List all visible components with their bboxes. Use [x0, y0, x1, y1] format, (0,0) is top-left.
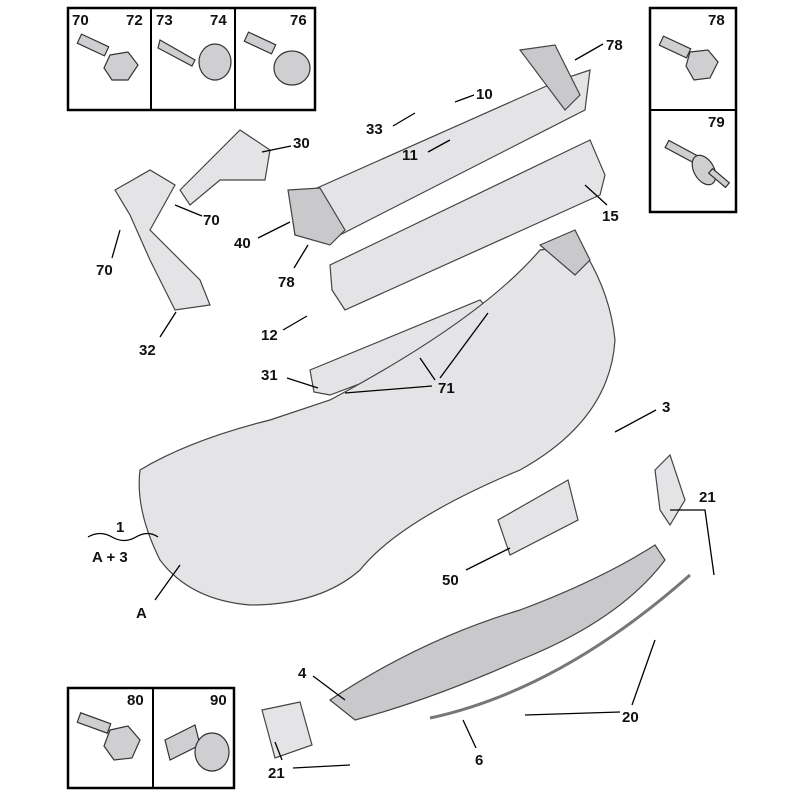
trim-strip-6 — [429, 573, 691, 720]
callout-50: 50 — [442, 572, 459, 589]
callout-70: 70 — [203, 212, 220, 229]
bumper-cover — [138, 229, 616, 606]
screw-icon — [157, 39, 232, 81]
label-72: 72 — [126, 12, 143, 29]
bolt-icon — [76, 712, 141, 761]
callout-15: 15 — [602, 208, 619, 225]
callout-70: 70 — [96, 262, 113, 279]
callout-78: 78 — [606, 37, 623, 54]
callout-20: 20 — [622, 709, 639, 726]
fastener-box-top-left: 70 72 73 74 76 — [66, 6, 317, 112]
callout-40: 40 — [234, 235, 251, 252]
bolt-icon — [658, 35, 719, 81]
fastener-box-right: 78 79 — [648, 6, 738, 214]
label-79: 79 — [708, 114, 725, 131]
callout-21: 21 — [268, 765, 285, 782]
energy-absorber — [329, 139, 606, 311]
bracket-30 — [179, 129, 271, 206]
callout-33: 33 — [366, 121, 383, 138]
bolt-icon — [76, 33, 139, 81]
callout-11: 11 — [402, 147, 418, 164]
callout-4: 4 — [298, 665, 307, 682]
label-73: 73 — [156, 12, 173, 29]
leader-lines — [87, 43, 715, 769]
side-guide-21 — [654, 453, 686, 527]
callout-32: 32 — [139, 342, 156, 359]
diffuser-4 — [328, 544, 666, 721]
label-76: 76 — [290, 12, 307, 29]
callout-31: 31 — [261, 367, 278, 384]
fastener-box-bottom-left: 80 90 — [66, 686, 236, 790]
label-90: 90 — [210, 692, 227, 709]
callout-30: 30 — [293, 135, 310, 152]
label-80: 80 — [127, 692, 144, 709]
bolt-washer-icon — [243, 31, 311, 86]
label-70: 70 — [72, 12, 89, 29]
rivet-icon — [664, 139, 731, 189]
callout-labels: 78 10 33 11 30 70 70 40 78 15 12 32 31 7… — [92, 37, 716, 782]
callout-3: 3 — [662, 399, 670, 416]
callout-12: 12 — [261, 327, 278, 344]
reinforcement-beam — [287, 44, 591, 246]
callout-1: 1 — [116, 519, 124, 536]
callout-a-plus-3: A + 3 — [92, 549, 128, 566]
side-bracket-32 — [114, 169, 211, 311]
callout-a: A — [136, 605, 147, 622]
license-plate-bracket-50 — [497, 479, 579, 556]
expansion-clip-icon — [164, 724, 230, 772]
callout-21: 21 — [699, 489, 716, 506]
callout-71: 71 — [438, 380, 455, 397]
label-74: 74 — [210, 12, 227, 29]
bracket-21-lower — [261, 701, 313, 759]
label-78: 78 — [708, 12, 725, 29]
callout-78: 78 — [278, 274, 295, 291]
callout-10: 10 — [476, 86, 493, 103]
callout-6: 6 — [475, 752, 483, 769]
